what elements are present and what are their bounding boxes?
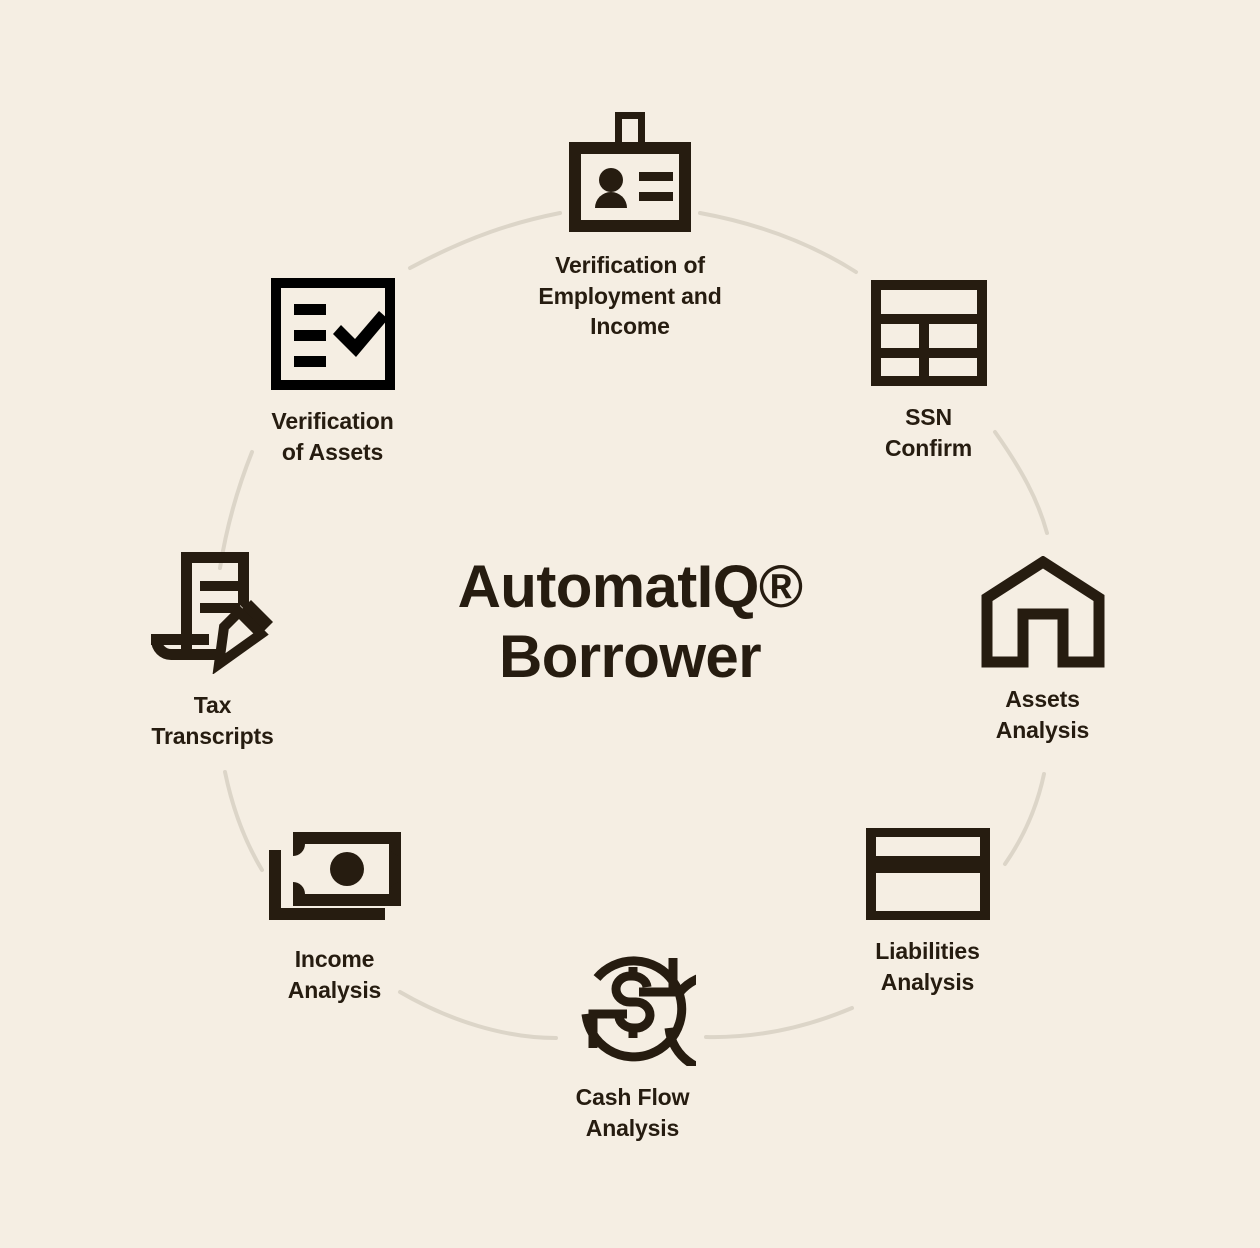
checklist-icon [270, 278, 395, 390]
dollar-refresh-icon [570, 940, 769, 1076]
node-label-verification-of-assets: Verification of Assets [271, 408, 394, 465]
node-verification-of-assets[interactable]: Verification of Assets [210, 278, 455, 467]
node-ssn-confirm[interactable]: SSN Confirm [806, 280, 1051, 463]
node-label-verification-of-employment-and-income: Verification of Employment and Income [538, 252, 722, 340]
banknotes-icon [267, 828, 403, 928]
node-tax-transcripts[interactable]: Tax Transcripts [90, 548, 335, 751]
node-label-tax-transcripts: Tax Transcripts [151, 692, 274, 749]
document-pencil-icon [147, 548, 279, 675]
page-title: AutomatIQ® Borrower [380, 552, 880, 691]
node-liabilities-analysis[interactable]: Liabilities Analysis [805, 828, 1050, 997]
node-label-assets-analysis: Assets Analysis [995, 686, 1090, 743]
credit-card-icon [865, 828, 990, 920]
house-icon [981, 555, 1105, 668]
node-label-income-analysis: Income Analysis [287, 946, 382, 1003]
center-title-line-1: AutomatIQ® [457, 553, 803, 620]
node-assets-analysis[interactable]: Assets Analysis [920, 555, 1165, 745]
table-grid-icon [870, 280, 987, 386]
node-cash-flow-analysis[interactable]: Cash Flow Analysis [510, 940, 769, 1143]
center-title-line-2: Borrower [499, 622, 762, 690]
id-badge-icon [565, 110, 695, 234]
node-income-analysis[interactable]: Income Analysis [212, 828, 457, 1005]
node-label-cash-flow-analysis: Cash Flow Analysis [575, 1084, 690, 1141]
node-label-liabilities-analysis: Liabilities Analysis [875, 938, 980, 995]
node-label-ssn-confirm: SSN Confirm [884, 404, 973, 461]
node-verification-of-employment-and-income[interactable]: Verification of Employment and Income [455, 110, 805, 342]
